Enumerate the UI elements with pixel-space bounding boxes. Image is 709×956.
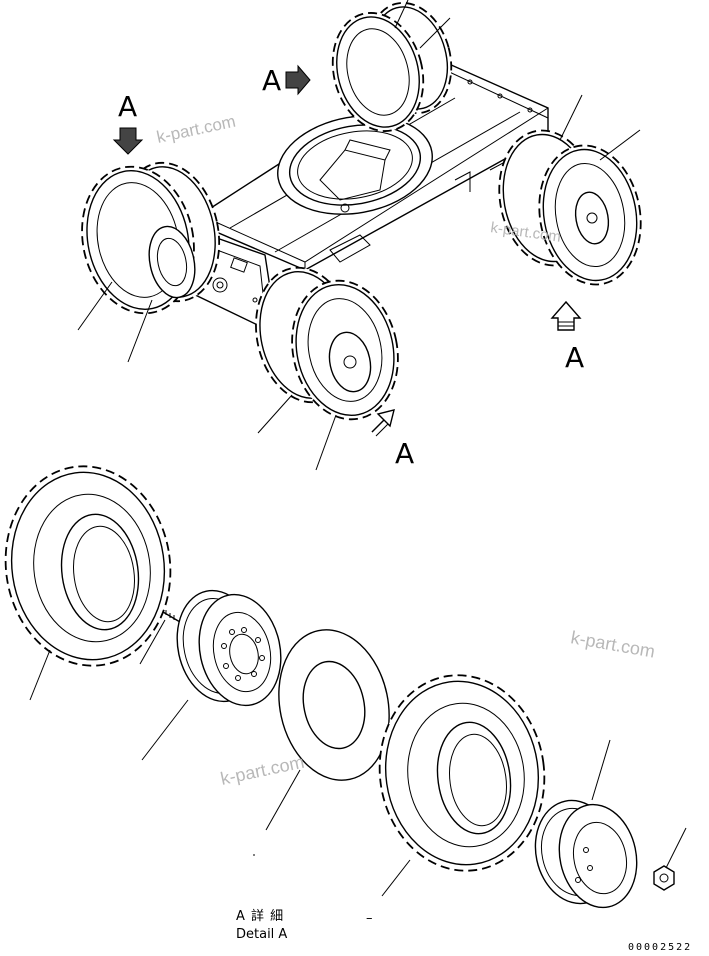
- detail-label-en: Detail A: [236, 927, 287, 942]
- slewing-ring: [277, 115, 433, 215]
- valve-stem: [162, 610, 181, 623]
- view-arrow-icon: [285, 64, 311, 96]
- leader-lines-detail: [29, 619, 687, 897]
- view-label: A: [118, 90, 137, 123]
- tire: [378, 674, 546, 872]
- detail-dash: –: [366, 911, 373, 926]
- view-arrow-icon: [112, 127, 144, 155]
- drawing-number: 00002522: [628, 942, 692, 953]
- rear-right-dual-tires: [498, 129, 642, 286]
- detail-label-jp: A 詳 細: [236, 908, 284, 924]
- tire: [4, 465, 172, 667]
- nut-icon: [653, 865, 675, 891]
- wheel-rim: [176, 589, 282, 707]
- watermark: k-part.com: [569, 627, 656, 661]
- view-label: A: [565, 341, 584, 374]
- view-label: A: [395, 437, 414, 470]
- view-label: A: [262, 64, 281, 97]
- view-arrow-icon: [550, 300, 582, 331]
- wheel-rim: [534, 799, 638, 909]
- leader-lines-upper: [77, 0, 641, 471]
- rear-left-dual-tires: [331, 2, 453, 132]
- view-arrow-icon: [371, 409, 395, 437]
- tire-flap: [278, 629, 390, 781]
- front-left-dual-tires: [81, 161, 221, 315]
- front-right-dual-tires: [255, 266, 399, 421]
- watermark: k-part.com: [155, 112, 237, 147]
